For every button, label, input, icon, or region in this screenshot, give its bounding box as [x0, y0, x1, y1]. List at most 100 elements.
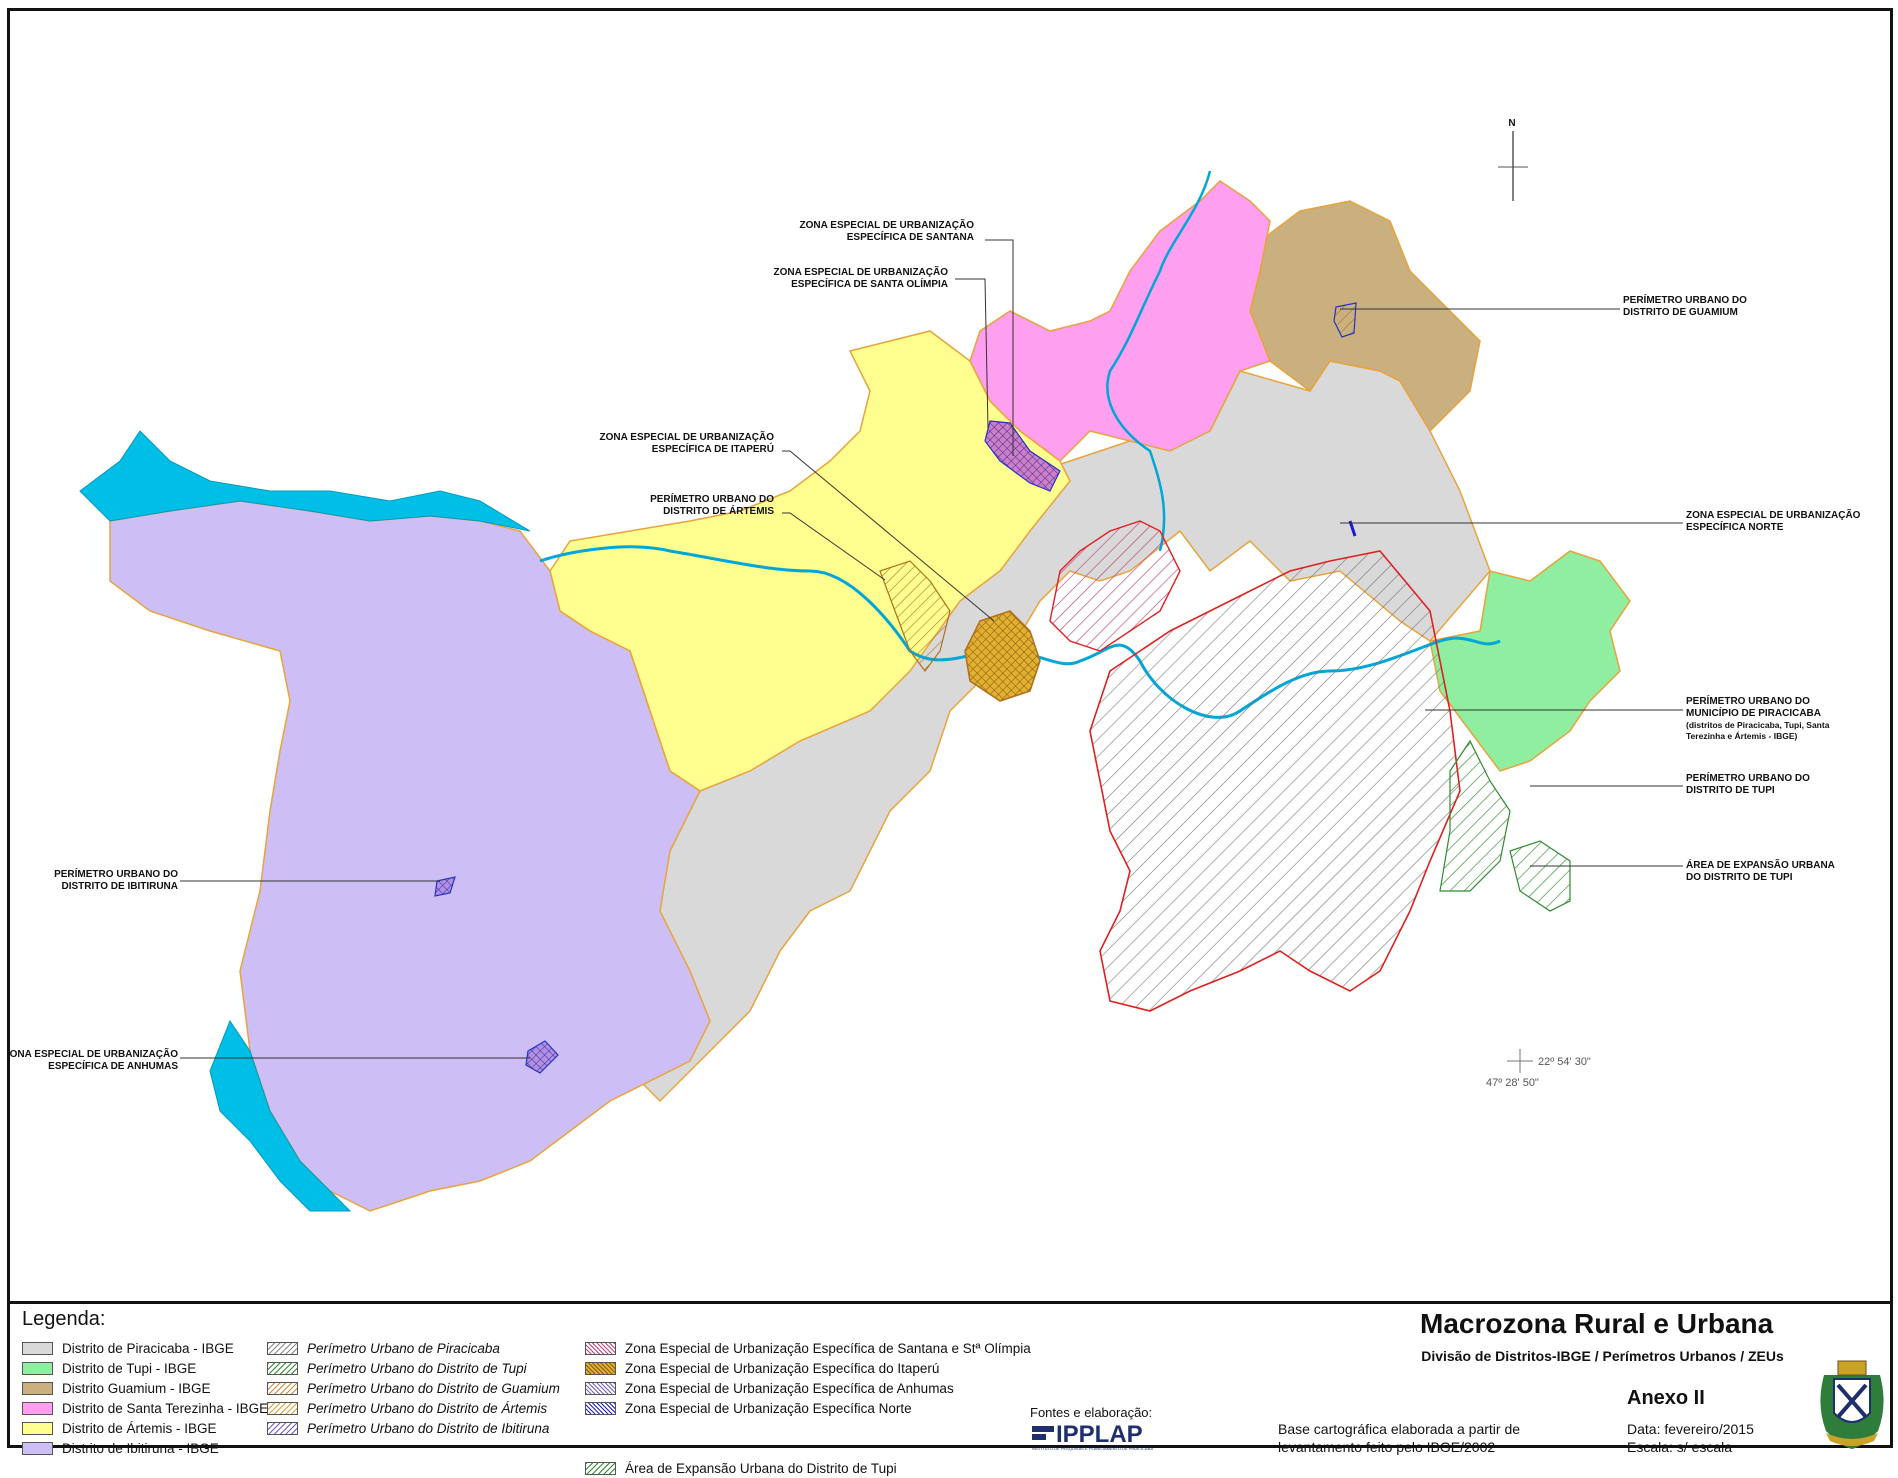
- legend-label: Perímetro Urbano do Distrito de Guamium: [307, 1380, 560, 1396]
- coord-lat: 22º 54' 30": [1538, 1056, 1591, 1068]
- legend-label: Perímetro Urbano do Distrito de Ártemis: [307, 1400, 548, 1416]
- label-santa-olimpia-1: ZONA ESPECIAL DE URBANIZAÇÃO: [774, 265, 949, 278]
- swatch-santa-terezinha: [22, 1401, 53, 1415]
- legend-label: Distrito de Ártemis - IBGE: [62, 1420, 217, 1436]
- legend-label: Perímetro Urbano do Distrito de Tupi: [307, 1360, 527, 1376]
- date-scale: Data: fevereiro/2015 Escala: s/ escala: [1627, 1420, 1754, 1456]
- label-artemis-2: DISTRITO DE ÁRTEMIS: [663, 504, 774, 517]
- label-guamium-2: DISTRITO DE GUAMIUM: [1623, 307, 1738, 318]
- label-tupi-1: PERÍMETRO URBANO DO: [1686, 771, 1810, 784]
- legend-label: Distrito de Ibitiruna - IBGE: [62, 1440, 219, 1456]
- date-label: Data: fevereiro/2015: [1627, 1421, 1754, 1437]
- base-line-2: levantamento feito pelo IBGE/2002: [1278, 1439, 1496, 1455]
- swatch-perimeter-piracicaba: [267, 1341, 298, 1355]
- legend-item: Área de Expansão Urbana do Distrito de T…: [585, 1458, 1031, 1478]
- map-labels: ZONA ESPECIAL DE URBANIZAÇÃO ESPECÍFICA …: [10, 218, 1861, 1072]
- label-municipio-3: (distritos de Piracicaba, Tupi, Santa: [1686, 720, 1830, 730]
- legend-item: Perímetro Urbano do Distrito de Tupi: [267, 1358, 560, 1378]
- swatch-perimeter-tupi: [267, 1361, 298, 1375]
- perimeter-artemis[interactable]: [879, 560, 951, 672]
- perimeter-santa-terezinha[interactable]: [1049, 520, 1181, 652]
- perimeter-ibitiruna[interactable]: [434, 876, 456, 897]
- label-artemis-1: PERÍMETRO URBANO DO: [650, 492, 774, 505]
- district-map[interactable]: N 22º 54' 30" 47º 28' 50" ZONA ESPECIAL …: [10, 11, 1890, 1301]
- legend-label: Zona Especial de Urbanização Específica …: [625, 1380, 954, 1396]
- district-ibitiruna[interactable]: [109, 500, 711, 1212]
- label-santana-2: ESPECÍFICA DE SANTANA: [847, 230, 974, 243]
- label-tupi-2: DISTRITO DE TUPI: [1686, 785, 1775, 796]
- fontes-label: Fontes e elaboração:: [1030, 1405, 1153, 1420]
- label-anhumas-1: ZONA ESPECIAL DE URBANIZAÇÃO: [10, 1047, 178, 1060]
- legend-divider: [10, 1301, 1890, 1304]
- legend-label: Distrito de Tupi - IBGE: [62, 1360, 197, 1376]
- swatch-zeu-norte: [585, 1401, 616, 1415]
- legend-item: Distrito de Ártemis - IBGE: [22, 1418, 268, 1438]
- ipplap-logo: IPPLAP INSTITUTO DE PESQUISAS E PLANEJAM…: [1032, 1421, 1153, 1451]
- label-expansao-1: ÁREA DE EXPANSÃO URBANA: [1686, 858, 1835, 871]
- label-santana-1: ZONA ESPECIAL DE URBANIZAÇÃO: [800, 218, 975, 231]
- legend-col-zeus: Zona Especial de Urbanização Específica …: [585, 1338, 1031, 1478]
- legend-label: Zona Especial de Urbanização Específica …: [625, 1360, 940, 1376]
- district-tupi[interactable]: [1429, 550, 1631, 772]
- swatch-expansao-tupi: [585, 1461, 616, 1475]
- label-itaperu-2: ESPECÍFICA DE ITAPERÚ: [652, 442, 774, 455]
- anexo-label: Anexo II: [1627, 1387, 1705, 1409]
- label-santa-olimpia-2: ESPECÍFICA DE SANTA OLÍMPIA: [791, 277, 948, 290]
- legend-title: Legenda:: [22, 1308, 106, 1330]
- legend-label: Zona Especial de Urbanização Específica …: [625, 1340, 1031, 1356]
- lower-water: [209, 1019, 352, 1212]
- swatch-perimeter-ibitiruna: [267, 1421, 298, 1435]
- label-norte-2: ESPECÍFICA NORTE: [1686, 520, 1784, 533]
- swatch-tupi: [22, 1361, 53, 1375]
- swatch-ibitiruna: [22, 1441, 53, 1455]
- legend-item: Distrito de Ibitiruna - IBGE: [22, 1438, 268, 1458]
- swatch-piracicaba: [22, 1341, 53, 1355]
- coord-lon: 47º 28' 50": [1486, 1077, 1539, 1089]
- swatch-perimeter-guamium: [267, 1381, 298, 1395]
- ipplap-subtext: INSTITUTO DE PESQUISAS E PLANEJAMENTO DE…: [1032, 1446, 1153, 1451]
- label-ibitiruna-2: DISTRITO DE IBITIRUNA: [62, 881, 178, 892]
- label-norte-1: ZONA ESPECIAL DE URBANIZAÇÃO: [1686, 508, 1861, 521]
- map-title: Macrozona Rural e Urbana: [1420, 1308, 1774, 1339]
- legend-label: Perímetro Urbano do Distrito de Ibitirun…: [307, 1420, 550, 1436]
- expansion-tupi[interactable]: [1509, 840, 1571, 912]
- legend-item: Perímetro Urbano do Distrito de Guamium: [267, 1378, 560, 1398]
- perimeter-tupi[interactable]: [1439, 739, 1511, 892]
- legend-item: Distrito de Tupi - IBGE: [22, 1358, 268, 1378]
- zeu-itaperu[interactable]: [964, 610, 1041, 702]
- reservoir-water: [79, 430, 531, 532]
- legend-item: Perímetro Urbano do Distrito de Ibitirun…: [267, 1418, 560, 1438]
- label-municipio-1: PERÍMETRO URBANO DO: [1686, 694, 1810, 707]
- legend-item: Zona Especial de Urbanização Específica …: [585, 1398, 1031, 1418]
- legend-item: Zona Especial de Urbanização Específica …: [585, 1378, 1031, 1398]
- legend-item: Zona Especial de Urbanização Específica …: [585, 1358, 1031, 1378]
- legend-item: Distrito Guamium - IBGE: [22, 1378, 268, 1398]
- zeu-anhumas[interactable]: [525, 1040, 559, 1074]
- legend-item: Distrito de Piracicaba - IBGE: [22, 1338, 268, 1358]
- legend-item: Perímetro Urbano do Distrito de Ártemis: [267, 1398, 560, 1418]
- river-north: [1106, 170, 1212, 552]
- label-expansao-2: DO DISTRITO DE TUPI: [1686, 872, 1793, 883]
- legend-label: Distrito de Piracicaba - IBGE: [62, 1340, 234, 1356]
- label-itaperu-1: ZONA ESPECIAL DE URBANIZAÇÃO: [600, 430, 775, 443]
- legend-label: Zona Especial de Urbanização Específica …: [625, 1400, 912, 1416]
- legend-label: Distrito Guamium - IBGE: [62, 1380, 211, 1396]
- legend-col-districts: Distrito de Piracicaba - IBGE Distrito d…: [22, 1338, 268, 1458]
- legend-item: Zona Especial de Urbanização Específica …: [585, 1338, 1031, 1358]
- district-piracicaba[interactable]: [549, 360, 1491, 1103]
- label-anhumas-2: ESPECÍFICA DE ANHUMAS: [48, 1059, 178, 1072]
- swatch-zeu-anhumas: [585, 1381, 616, 1395]
- zeu-santana[interactable]: [984, 420, 1061, 492]
- legend-item: Distrito de Santa Terezinha - IBGE: [22, 1398, 268, 1418]
- swatch-artemis: [22, 1421, 53, 1435]
- scale-label: Escala: s/ escala: [1627, 1439, 1733, 1455]
- perimeter-piracicaba[interactable]: [1089, 550, 1461, 1012]
- north-label: N: [1508, 118, 1515, 129]
- perimeter-guamium[interactable]: [1333, 302, 1357, 338]
- map-subtitle: Divisão de Distritos-IBGE / Perímetros U…: [1421, 1348, 1784, 1364]
- swatch-guamium: [22, 1381, 53, 1395]
- coordinate-marker: 22º 54' 30" 47º 28' 50": [1486, 1049, 1591, 1089]
- legend-label: Área de Expansão Urbana do Distrito de T…: [625, 1460, 897, 1476]
- legend-col-perimeters: Perímetro Urbano de Piracicaba Perímetro…: [267, 1338, 560, 1438]
- swatch-perimeter-artemis: [267, 1401, 298, 1415]
